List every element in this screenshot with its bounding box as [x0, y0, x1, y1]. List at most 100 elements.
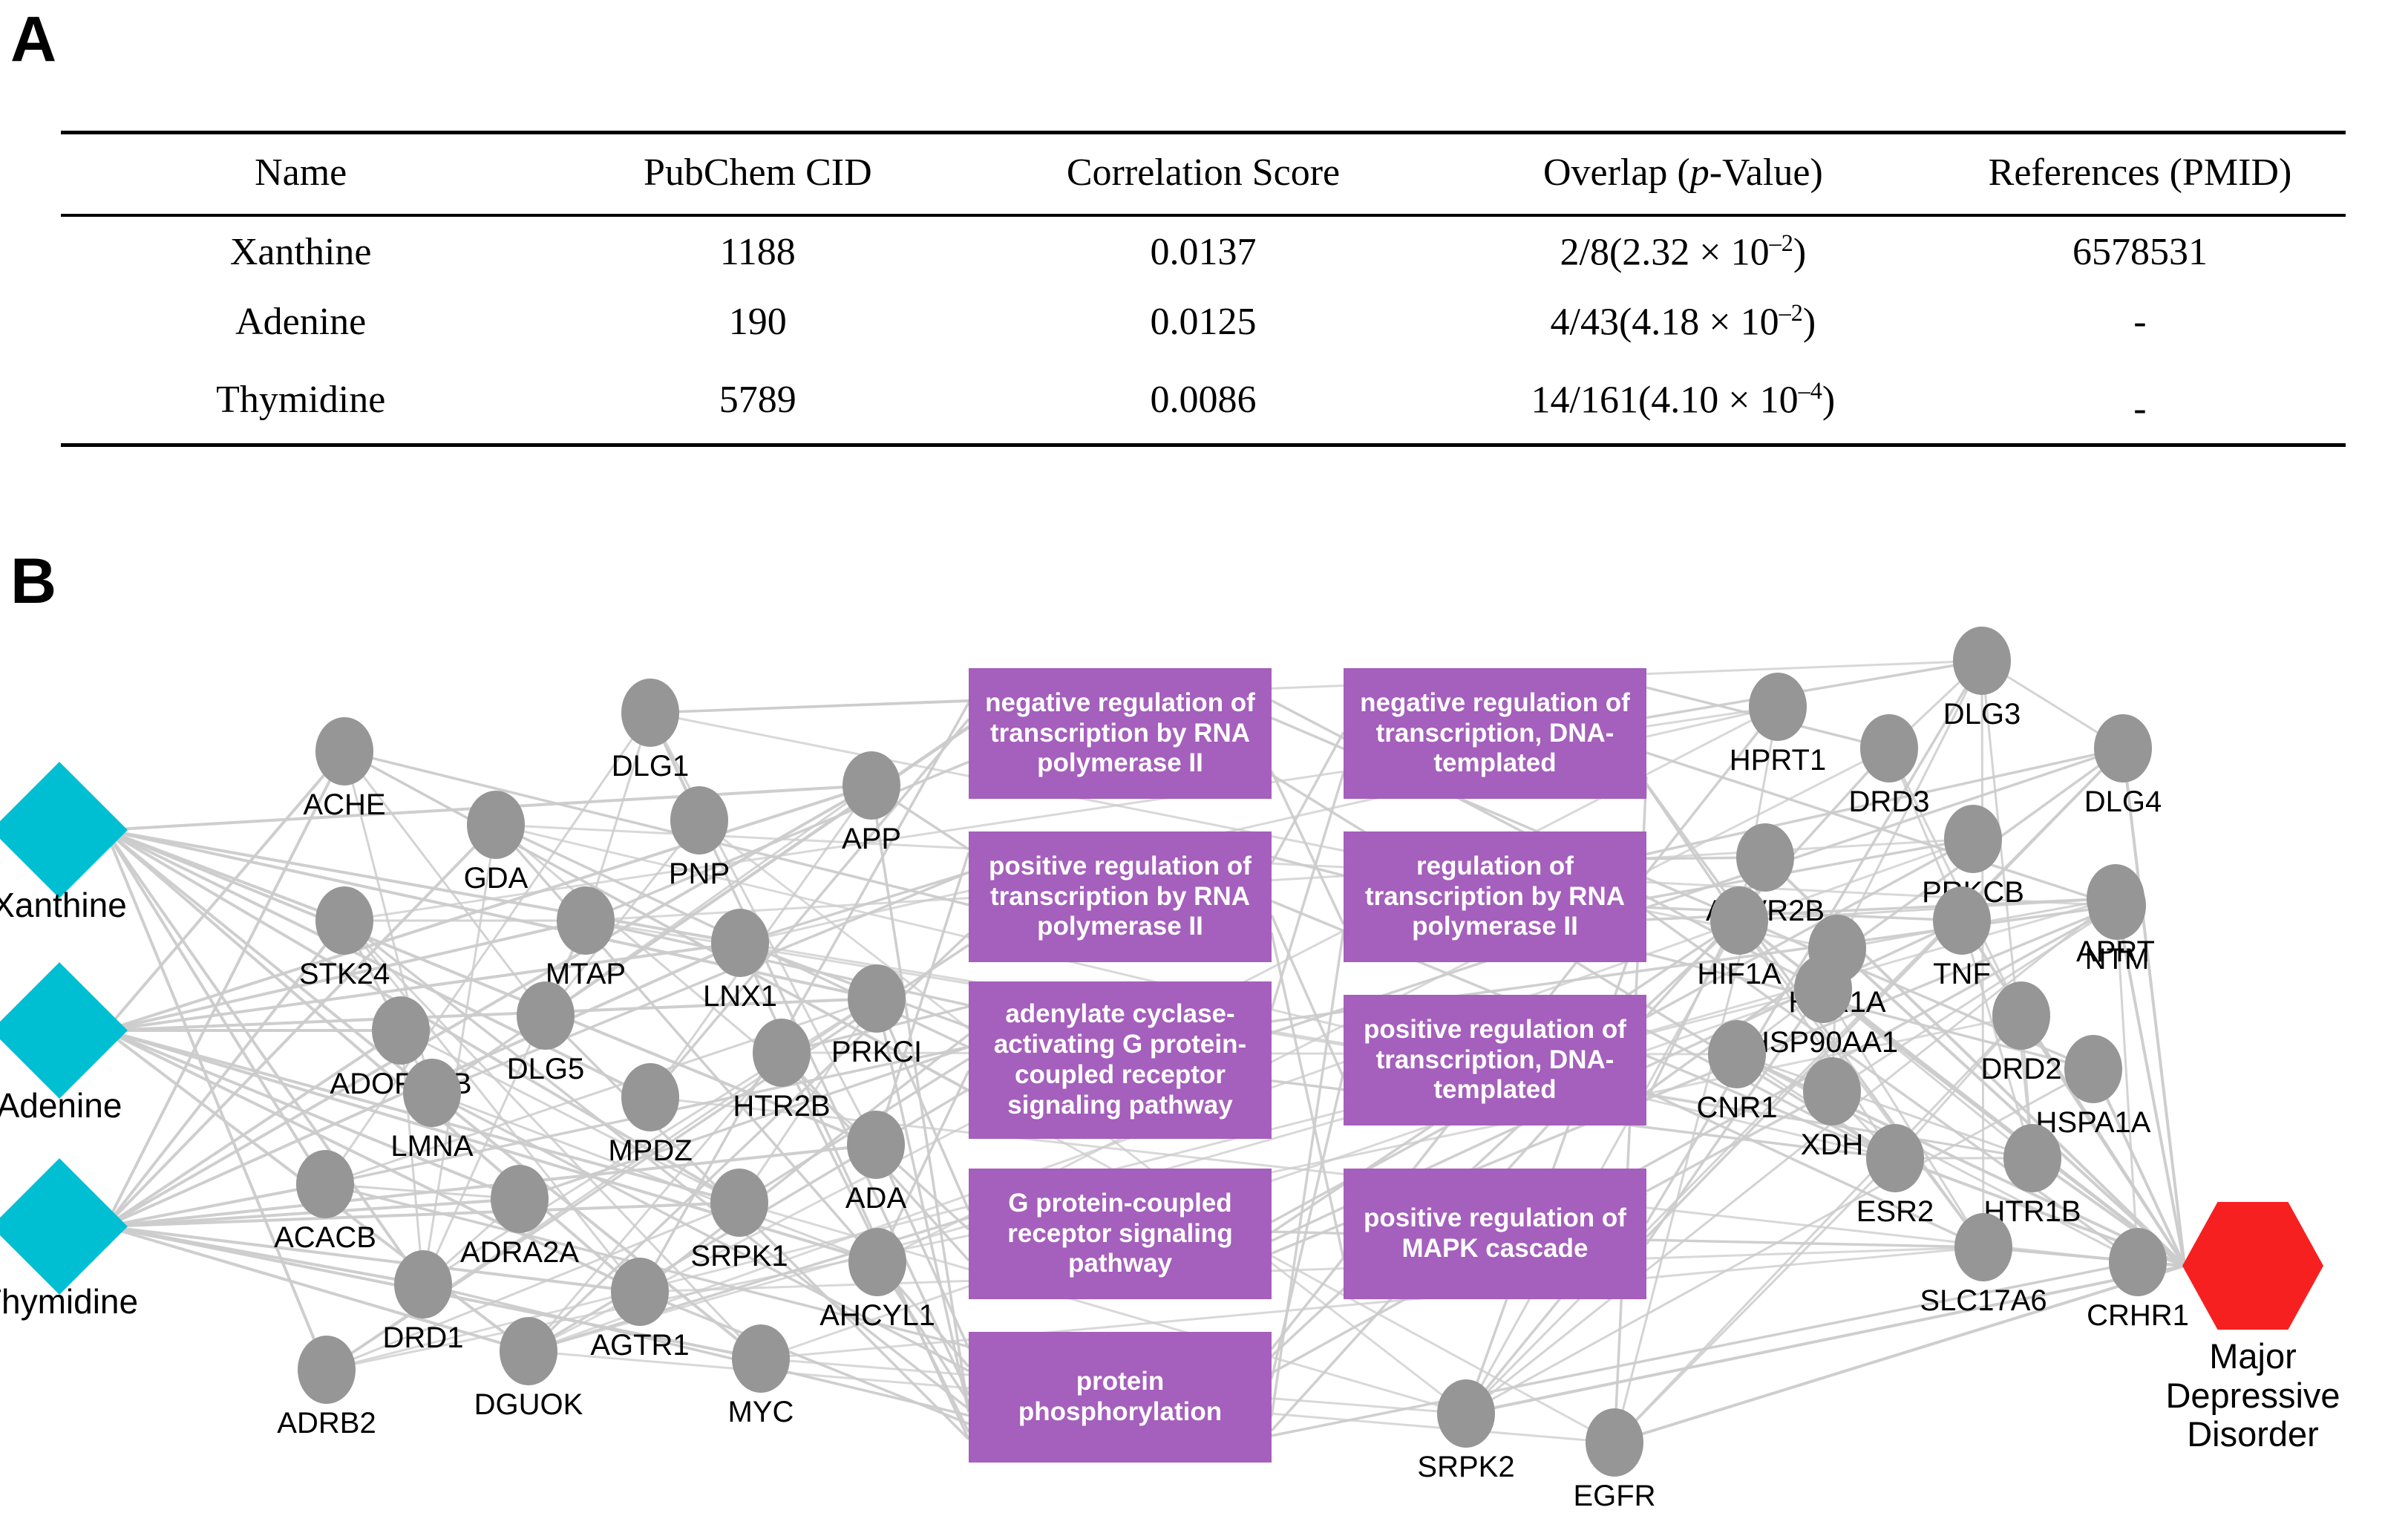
- gene-node-lmna[interactable]: [403, 1059, 461, 1127]
- go-term-box[interactable]: protein phosphorylation: [969, 1332, 1272, 1463]
- gene-node-dlg3[interactable]: [1953, 627, 2011, 695]
- gene-node-ahcyl1[interactable]: [848, 1228, 906, 1296]
- gene-node-hspa1a[interactable]: [2064, 1035, 2122, 1103]
- network-edge: [1836, 947, 2186, 1267]
- gene-node-ache[interactable]: [315, 717, 373, 785]
- gene-node-aprt[interactable]: [2087, 864, 2144, 932]
- gene-label: AGTR1: [590, 1329, 690, 1362]
- gene-node-htr1b[interactable]: [2003, 1124, 2061, 1192]
- gene-node-app[interactable]: [843, 751, 900, 820]
- disease-node-major-depressive-disorder[interactable]: [2182, 1202, 2323, 1330]
- gene-node-xdh[interactable]: [1803, 1057, 1861, 1125]
- network-edge: [105, 784, 872, 1228]
- table-header-row: Name PubChem CID Correlation Score Overl…: [61, 131, 2346, 217]
- gene-label: HIF1A: [1697, 958, 1782, 990]
- network-edge: [422, 920, 587, 1285]
- gene-node-dguok[interactable]: [500, 1317, 557, 1385]
- go-term-box[interactable]: positive regulation of transcription, DN…: [1344, 995, 1646, 1125]
- network-edge: [104, 823, 497, 1228]
- network-edge: [105, 829, 741, 944]
- gene-label: ACHE: [303, 788, 386, 821]
- gene-label: HPRT1: [1729, 744, 1827, 777]
- gene-label: NTM: [2084, 943, 2150, 976]
- network-edge: [1822, 988, 1985, 1248]
- go-term-box[interactable]: negative regulation of transcription, DN…: [1344, 668, 1646, 799]
- column-header-name: Name: [61, 131, 541, 217]
- gene-node-slc17a6[interactable]: [1954, 1213, 2012, 1281]
- gene-node-agtr1[interactable]: [611, 1258, 669, 1326]
- gene-node-dlg1[interactable]: [621, 679, 679, 747]
- gene-label: HTR2B: [733, 1090, 831, 1123]
- gene-node-prkcb[interactable]: [1944, 805, 2002, 873]
- cell-references: -: [2133, 300, 2147, 343]
- gene-node-adra2a[interactable]: [491, 1165, 549, 1233]
- network-edge: [1465, 897, 2116, 1415]
- gene-node-htr2b[interactable]: [753, 1019, 811, 1087]
- chemical-label: Thymidine: [0, 1282, 139, 1321]
- network-edge: [1270, 932, 1345, 1259]
- gene-label: CNR1: [1696, 1091, 1778, 1124]
- disease-label-line: Depressive: [2165, 1375, 2340, 1415]
- network-edge: [1980, 660, 2034, 1159]
- gene-node-adora2b[interactable]: [372, 996, 430, 1065]
- gene-node-drd3[interactable]: [1860, 714, 1918, 782]
- gene-node-dlg5[interactable]: [517, 981, 575, 1050]
- gene-node-gda[interactable]: [467, 791, 525, 859]
- network-edge: [738, 998, 878, 1203]
- gene-label: DGUOK: [474, 1388, 583, 1421]
- gene-node-mtap[interactable]: [557, 886, 615, 955]
- network-edge: [1646, 751, 2118, 907]
- gene-node-crhr1[interactable]: [2109, 1228, 2167, 1296]
- gene-node-esr2[interactable]: [1866, 1124, 1924, 1192]
- gene-label: DLG1: [611, 750, 690, 782]
- go-term-box[interactable]: positive regulation of transcription by …: [969, 831, 1272, 962]
- gene-node-myc[interactable]: [732, 1324, 790, 1393]
- gene-node-tnf[interactable]: [1933, 886, 1991, 955]
- network-edge: [324, 1183, 520, 1200]
- cell-name: Adenine: [235, 300, 367, 343]
- network-edge: [639, 1246, 1984, 1293]
- gene-node-srpk1[interactable]: [710, 1169, 768, 1237]
- network-edge: [105, 1225, 529, 1353]
- gene-node-dlg4[interactable]: [2094, 714, 2152, 782]
- gene-node-hsp90aa1[interactable]: [1794, 955, 1852, 1023]
- gene-node-cnr1[interactable]: [1708, 1020, 1766, 1088]
- network-edge: [326, 1201, 740, 1371]
- gene-node-prkci[interactable]: [848, 964, 906, 1033]
- gene-node-mpdz[interactable]: [621, 1063, 679, 1131]
- gene-node-adrb2[interactable]: [298, 1336, 356, 1404]
- metabolite-table: Name PubChem CID Correlation Score Overl…: [61, 131, 2346, 447]
- gene-label: CRHR1: [2087, 1299, 2189, 1332]
- go-term-box[interactable]: negative regulation of transcription by …: [969, 668, 1272, 799]
- cell-overlap: 14/161(4.10 × 10–4): [1431, 356, 1934, 447]
- go-term-box[interactable]: positive regulation of MAPK cascade: [1344, 1169, 1646, 1299]
- gene-node-stk24[interactable]: [315, 886, 373, 955]
- gene-node-pnp[interactable]: [670, 786, 728, 855]
- gene-label: SRPK2: [1417, 1451, 1515, 1483]
- network-edge: [1646, 837, 1974, 900]
- gene-label: HSP90AA1: [1747, 1026, 1899, 1059]
- network-edge: [400, 1029, 740, 1204]
- gene-label: HSPA1A: [2035, 1106, 2151, 1139]
- go-term-box[interactable]: regulation of transcription by RNA polym…: [1344, 831, 1646, 962]
- gene-node-lnx1[interactable]: [711, 909, 769, 977]
- chemical-label: Adenine: [0, 1086, 122, 1125]
- gene-node-acvr2b[interactable]: [1736, 823, 1794, 892]
- gene-node-acacb[interactable]: [296, 1150, 354, 1218]
- network-edge: [1271, 747, 2124, 1034]
- network-edge: [760, 1246, 1984, 1360]
- gene-label: TNF: [1933, 958, 1991, 990]
- network-edge: [104, 750, 346, 1032]
- gene-node-hprt1[interactable]: [1749, 673, 1807, 741]
- gene-node-drd2[interactable]: [1992, 981, 2050, 1050]
- gene-node-srpk2[interactable]: [1437, 1379, 1495, 1448]
- gene-node-egfr[interactable]: [1586, 1408, 1643, 1477]
- go-term-box[interactable]: adenylate cyclase-activating G protein-c…: [969, 981, 1272, 1139]
- go-term-box[interactable]: G protein-coupled receptor signaling pat…: [969, 1169, 1272, 1299]
- gene-node-hif1a[interactable]: [1710, 886, 1768, 955]
- gene-node-drd1[interactable]: [394, 1250, 452, 1319]
- gene-label: ESR2: [1856, 1195, 1934, 1228]
- gene-label: LMNA: [390, 1130, 474, 1163]
- gene-node-ada[interactable]: [847, 1111, 905, 1179]
